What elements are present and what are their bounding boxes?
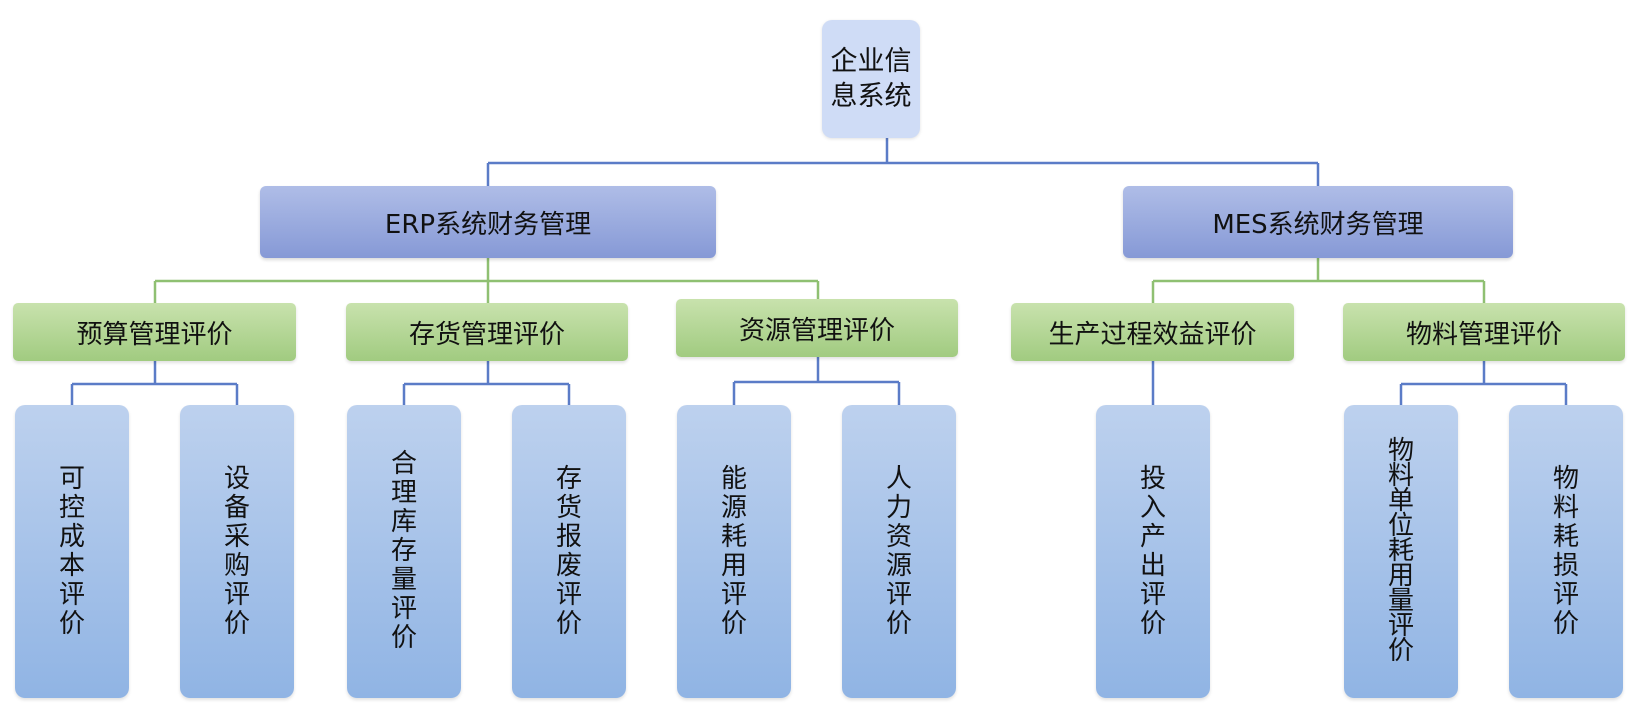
budget-eval-node: 预算管理评价: [13, 303, 296, 361]
resource-eval-label: 资源管理评价: [738, 315, 895, 346]
leaf-reasonable-stock: 合理库存量评价: [347, 405, 461, 698]
leaf-human-resources: 人力资源评价: [842, 405, 956, 698]
leaf-material-loss: 物料耗损评价: [1509, 405, 1623, 698]
leaf-material-unit-usage: 物料单位耗用量评价: [1344, 405, 1458, 698]
connector-inventory: [402, 361, 571, 405]
leaf-label: 可控成本评价: [58, 463, 85, 639]
material-eval-label: 物料管理评价: [1405, 319, 1562, 350]
leaf-label: 设备采购评价: [223, 463, 250, 639]
mes-finance-node: MES系统财务管理: [1123, 186, 1513, 258]
inventory-eval-label: 存货管理评价: [408, 319, 565, 350]
leaf-label: 合理库存量评价: [390, 449, 417, 653]
production-eval-label: 生产过程效益评价: [1048, 319, 1257, 350]
erp-finance-label: ERP系统财务管理: [384, 209, 592, 240]
leaf-label: 人力资源评价: [885, 463, 912, 639]
production-eval-node: 生产过程效益评价: [1011, 303, 1294, 361]
connector-material: [1399, 361, 1568, 405]
leaf-input-output: 投入产出评价: [1096, 405, 1210, 698]
connector-erp: [153, 258, 820, 303]
leaf-energy-consumption: 能源耗用评价: [677, 405, 791, 698]
connector-root: [486, 138, 1320, 186]
leaf-label: 存货报废评价: [555, 463, 582, 639]
mes-finance-label: MES系统财务管理: [1212, 209, 1424, 240]
leaf-label: 物料耗损评价: [1552, 463, 1579, 639]
leaf-equipment-purchase: 设备采购评价: [180, 405, 294, 698]
leaf-label: 投入产出评价: [1139, 463, 1166, 639]
connector-resource: [732, 357, 901, 405]
leaf-label: 物料单位耗用量评价: [1387, 436, 1414, 666]
budget-eval-label: 预算管理评价: [76, 319, 233, 350]
root-label: 企业信息系统: [830, 46, 912, 112]
leaf-inventory-scrap: 存货报废评价: [512, 405, 626, 698]
erp-finance-node: ERP系统财务管理: [260, 186, 716, 258]
leaf-controllable-cost: 可控成本评价: [15, 405, 129, 698]
inventory-eval-node: 存货管理评价: [346, 303, 628, 361]
connector-budget: [70, 361, 239, 405]
root-node: 企业信息系统: [822, 20, 920, 138]
connector-mes: [1151, 258, 1486, 303]
leaf-label: 能源耗用评价: [720, 463, 747, 639]
resource-eval-node: 资源管理评价: [676, 299, 958, 357]
material-eval-node: 物料管理评价: [1343, 303, 1625, 361]
